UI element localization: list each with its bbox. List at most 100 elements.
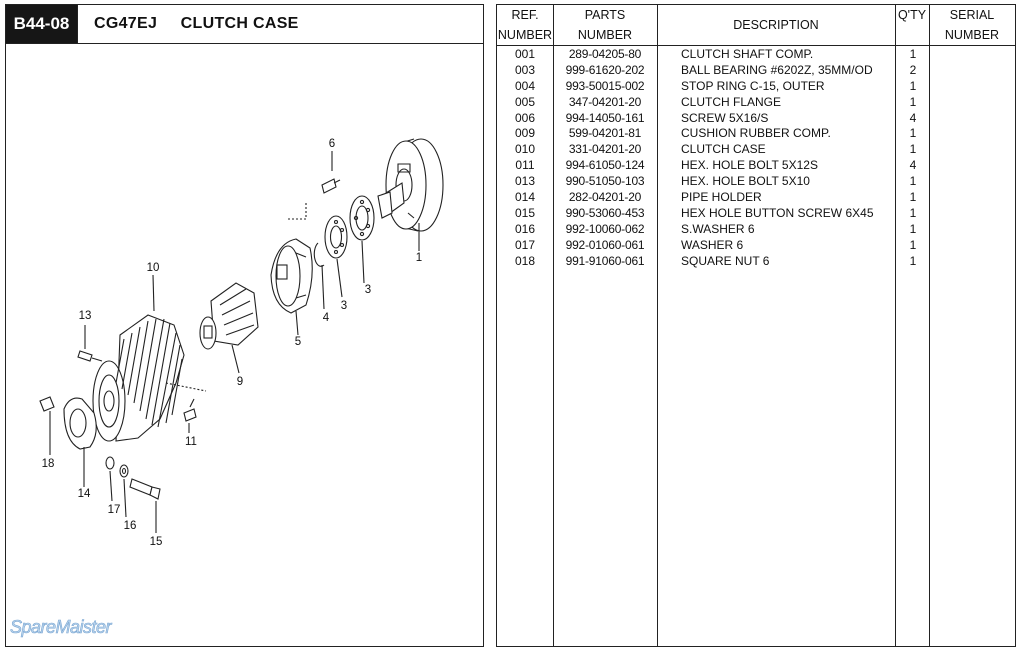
header-parts-line1: PARTS — [584, 8, 626, 22]
qty-cell: 1 — [909, 142, 917, 157]
table-row: 018 991-91060-061 SQUARE NUT 6 1 — [497, 254, 1015, 270]
header-qty-label: Q'TY — [897, 8, 927, 22]
part-number-cell: 331-04201-20 — [568, 142, 642, 157]
callout-15: 15 — [150, 536, 163, 548]
part-number-cell: 990-53060-453 — [565, 205, 645, 220]
exploded-parts-diagram: 1 3 3 4 5 6 9 10 11 13 14 15 16 17 18 — [39, 138, 444, 548]
callout-5: 5 — [295, 336, 301, 348]
part-number-cell: 992-01060-061 — [565, 237, 645, 252]
part-number-cell: 991-91060-061 — [565, 253, 645, 268]
qty-cell: 1 — [909, 190, 917, 205]
qty-cell: 1 — [909, 205, 917, 220]
description-cell: CLUTCH SHAFT COMP. — [681, 47, 814, 61]
square-nut-drawing — [39, 396, 55, 412]
watermark-logo: SpareMaister — [10, 617, 112, 638]
callout-10: 10 — [147, 262, 160, 274]
ref-cell: 010 — [514, 142, 536, 157]
header-parts-line2: NUMBER — [577, 28, 633, 42]
callout-6: 6 — [329, 138, 335, 150]
part-number-cell: 990-51050-103 — [565, 174, 645, 189]
diagram-header: B44-08 CG47EJ CLUTCH CASE — [6, 5, 483, 44]
ball-bearing-drawing — [324, 195, 375, 259]
clutch-flange-drawing — [270, 238, 313, 314]
qty-cell: 1 — [909, 237, 917, 252]
header-serial: SERIAL NUMBER — [929, 5, 1015, 45]
callout-14: 14 — [78, 488, 91, 500]
description-cell: SCREW 5X16/S — [681, 110, 769, 125]
header-qty: Q'TY — [895, 5, 929, 45]
callout-13: 13 — [79, 310, 92, 322]
ref-cell: 016 — [514, 221, 536, 236]
washers-drawing — [105, 456, 129, 518]
button-screw-drawing — [129, 478, 161, 533]
page-code: B44-08 — [6, 5, 78, 43]
callout-4: 4 — [323, 312, 330, 324]
pipe-holder-drawing — [63, 397, 97, 487]
qty-cell: 1 — [909, 174, 917, 189]
qty-cell: 2 — [909, 62, 917, 77]
part-number-cell: 347-04201-20 — [568, 94, 642, 109]
clutch-shaft-drawing — [377, 138, 444, 232]
header-serial-line1: SERIAL — [949, 8, 995, 22]
column-divider — [657, 5, 658, 646]
ref-cell: 009 — [514, 126, 536, 141]
part-number-cell: 282-04201-20 — [568, 190, 642, 205]
ref-cell: 006 — [514, 110, 536, 125]
callout-18: 18 — [42, 458, 55, 470]
header-serial-line2: NUMBER — [944, 28, 1000, 42]
header-description-label: DESCRIPTION — [733, 18, 819, 32]
description-cell: HEX HOLE BUTTON SCREW 6X45 — [681, 205, 874, 220]
description-cell: CLUTCH FLANGE — [681, 94, 782, 109]
ref-cell: 005 — [514, 94, 536, 109]
part-number-cell: 994-14050-161 — [565, 110, 645, 125]
ref-cell: 004 — [514, 78, 536, 93]
description-cell: WASHER 6 — [681, 237, 744, 252]
part-number-cell: 599-04201-81 — [568, 126, 642, 141]
part-number-cell: 992-10060-062 — [565, 221, 645, 236]
column-divider — [553, 5, 554, 646]
ref-cell: 018 — [514, 253, 536, 268]
callout-1: 1 — [416, 252, 422, 264]
ref-cell: 011 — [515, 158, 535, 173]
qty-cell: 1 — [909, 126, 917, 141]
part-number-cell: 994-61050-124 — [565, 158, 645, 173]
callout-11: 11 — [185, 436, 197, 448]
page-title: CG47EJ CLUTCH CASE — [94, 5, 299, 43]
description-cell: STOP RING C-15, OUTER — [681, 78, 825, 93]
bolt-11-drawing — [183, 398, 197, 433]
column-divider — [929, 5, 930, 646]
ref-cell: 001 — [514, 47, 536, 61]
clutch-case-drawing — [92, 274, 207, 442]
description-cell: SQUARE NUT 6 — [681, 253, 770, 268]
header-description: DESCRIPTION — [657, 5, 895, 45]
header-parts: PARTS NUMBER — [553, 5, 657, 45]
parts-table: REF. NUMBER PARTS NUMBER DESCRIPTION Q'T… — [496, 4, 1016, 647]
callout-3a: 3 — [365, 284, 371, 296]
header-divider — [497, 45, 1015, 46]
ref-cell: 015 — [514, 205, 536, 220]
column-divider — [895, 5, 896, 646]
qty-cell: 1 — [909, 78, 917, 93]
description-cell: PIPE HOLDER — [681, 190, 762, 205]
model-name: CG47EJ — [94, 15, 158, 32]
section-title: CLUTCH CASE — [180, 15, 299, 32]
stop-ring-drawing — [313, 242, 325, 267]
screw-drawing — [288, 178, 341, 220]
header-ref-line1: REF. — [511, 8, 539, 22]
qty-cell: 1 — [909, 253, 917, 268]
description-cell: HEX. HOLE BOLT 5X10 — [681, 174, 810, 189]
callout-16: 16 — [124, 520, 137, 532]
table-row: 015 990-53060-453 HEX HOLE BUTTON SCREW 6X… — [497, 206, 1015, 222]
header-ref-line2: NUMBER — [497, 28, 553, 42]
description-cell: HEX. HOLE BOLT 5X12S — [681, 158, 818, 173]
